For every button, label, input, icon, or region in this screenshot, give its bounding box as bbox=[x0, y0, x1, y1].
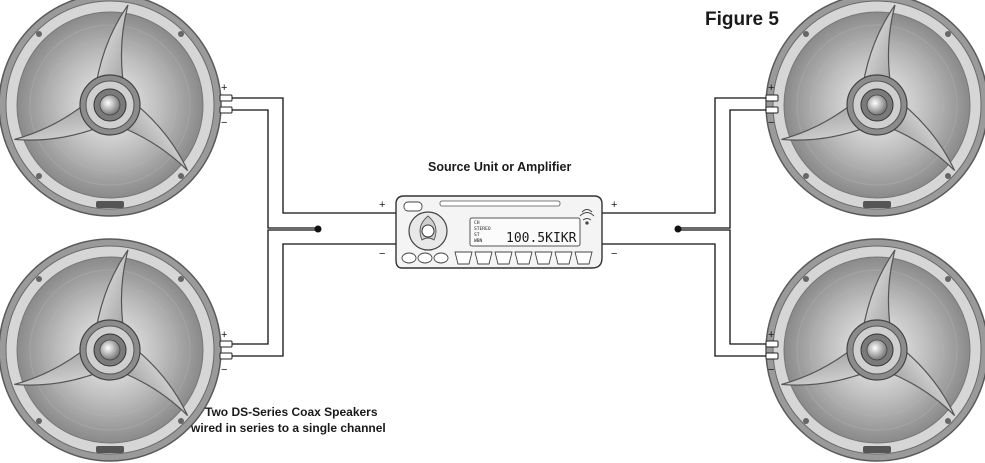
caption-line-2: wired in series to a single channel bbox=[190, 421, 386, 435]
svg-text:+: + bbox=[768, 329, 774, 341]
lcd-frequency-text: 100.5KIKR bbox=[506, 231, 577, 246]
wires-left bbox=[232, 97, 398, 357]
lcd-indicator-3: ST bbox=[474, 232, 480, 238]
source-unit-label: Source Unit or Amplifier bbox=[428, 160, 571, 174]
svg-text:−: − bbox=[221, 364, 227, 376]
junction-left bbox=[314, 225, 322, 233]
svg-text:+: + bbox=[221, 82, 227, 94]
svg-text:−: − bbox=[611, 248, 617, 260]
svg-text:+: + bbox=[221, 329, 227, 341]
svg-text:−: − bbox=[768, 364, 774, 376]
svg-text:+: + bbox=[768, 82, 774, 94]
svg-text:+: + bbox=[379, 199, 385, 211]
lcd-indicator-1: CH bbox=[474, 220, 480, 226]
caption-line-1: Two DS-Series Coax Speakers bbox=[205, 405, 378, 419]
figure-label: Figure 5 bbox=[705, 9, 779, 30]
preset-buttons bbox=[401, 251, 593, 265]
head-unit: CH STEREO ST WBN 100.5KIKR bbox=[395, 195, 603, 269]
polarity-marks: + − + − + − + − + − + − bbox=[221, 82, 774, 376]
volume-knob bbox=[408, 211, 448, 251]
signal-icon bbox=[579, 209, 595, 225]
svg-text:−: − bbox=[768, 117, 774, 129]
svg-text:−: − bbox=[379, 248, 385, 260]
lcd-display bbox=[469, 217, 581, 247]
lcd-indicator-2: STEREO bbox=[474, 226, 491, 232]
svg-text:−: − bbox=[221, 117, 227, 129]
speaker-top-right bbox=[765, 0, 985, 217]
junction-right bbox=[674, 225, 682, 233]
speaker-bottom-left bbox=[0, 238, 222, 462]
wires-right bbox=[600, 97, 766, 357]
cd-slot bbox=[439, 200, 561, 207]
svg-text:+: + bbox=[611, 199, 617, 211]
release-button bbox=[403, 201, 423, 212]
speaker-bottom-right bbox=[765, 238, 985, 462]
lcd-indicator-4: WBN bbox=[474, 238, 483, 244]
speaker-top-left bbox=[0, 0, 222, 217]
